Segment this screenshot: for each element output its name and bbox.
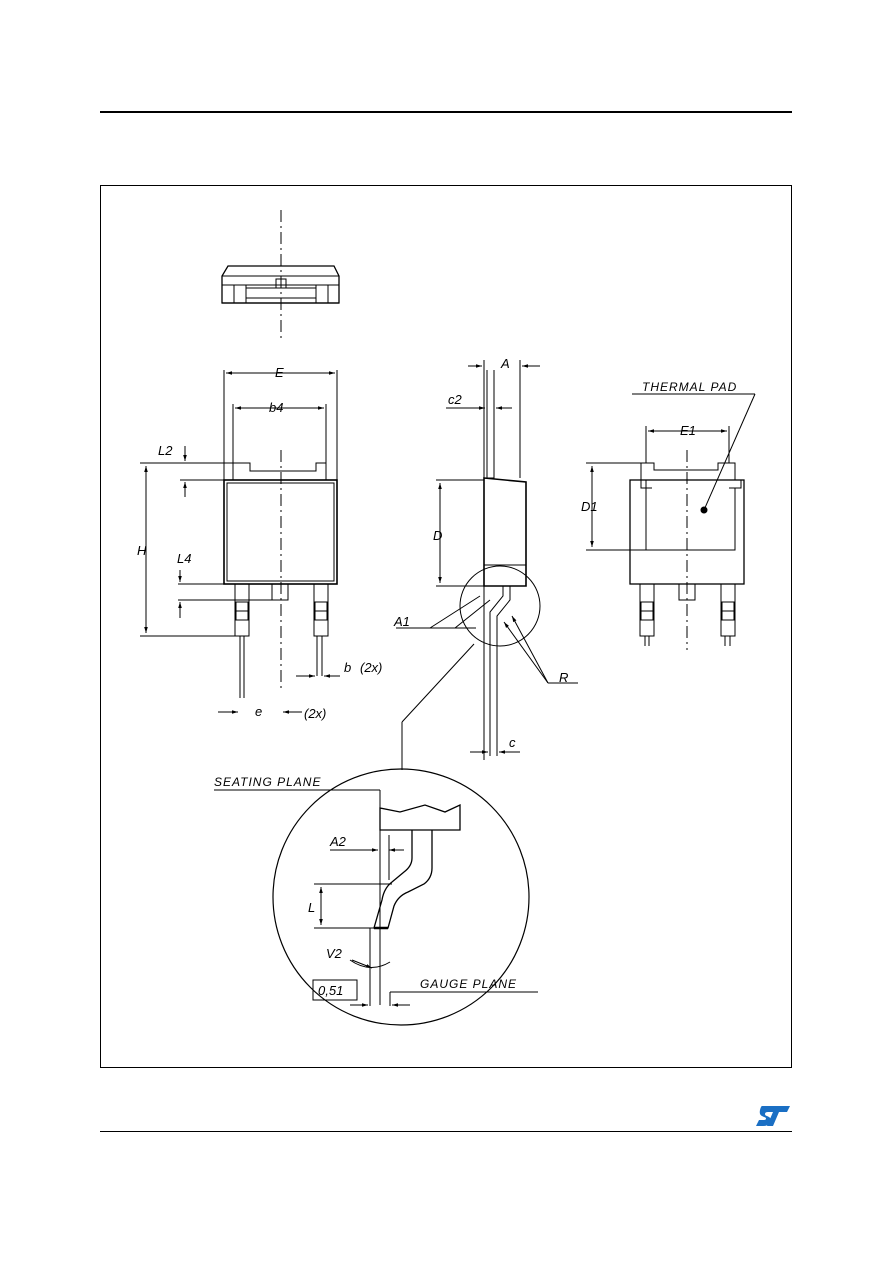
side-view (396, 360, 578, 770)
label-E1: E1 (680, 423, 696, 438)
st-logo-icon (756, 1106, 790, 1126)
label-b: b (344, 660, 351, 675)
lead-detail-view (214, 768, 538, 1026)
label-D: D (433, 528, 442, 543)
label-gauge-plane: GAUGE PLANE (420, 977, 517, 991)
label-c2: c2 (448, 392, 463, 407)
footer-rule (100, 1131, 792, 1132)
front-view (140, 370, 340, 714)
label-E: E (275, 365, 284, 380)
label-b-count: (2x) (360, 660, 382, 675)
end-view (221, 210, 340, 338)
label-e: e (255, 704, 262, 719)
label-b4: b4 (269, 400, 283, 415)
label-D1: D1 (581, 499, 598, 514)
label-gauge-value: 0,51 (318, 983, 343, 998)
thermal-pad-view (586, 393, 756, 650)
label-A: A (500, 356, 510, 371)
label-e-count: (2x) (304, 706, 326, 721)
label-L2: L2 (158, 443, 173, 458)
label-A1: A1 (393, 614, 410, 629)
label-thermal-pad: THERMAL PAD (642, 380, 737, 394)
label-L4: L4 (177, 551, 191, 566)
label-A2: A2 (329, 834, 347, 849)
drawing-frame (100, 185, 792, 1068)
label-L: L (308, 900, 315, 915)
label-seating-plane: SEATING PLANE (214, 775, 321, 789)
label-H: H (137, 543, 147, 558)
header-rule (100, 111, 792, 113)
label-c: c (509, 735, 516, 750)
label-R: R (559, 670, 568, 685)
label-V2: V2 (326, 946, 343, 961)
